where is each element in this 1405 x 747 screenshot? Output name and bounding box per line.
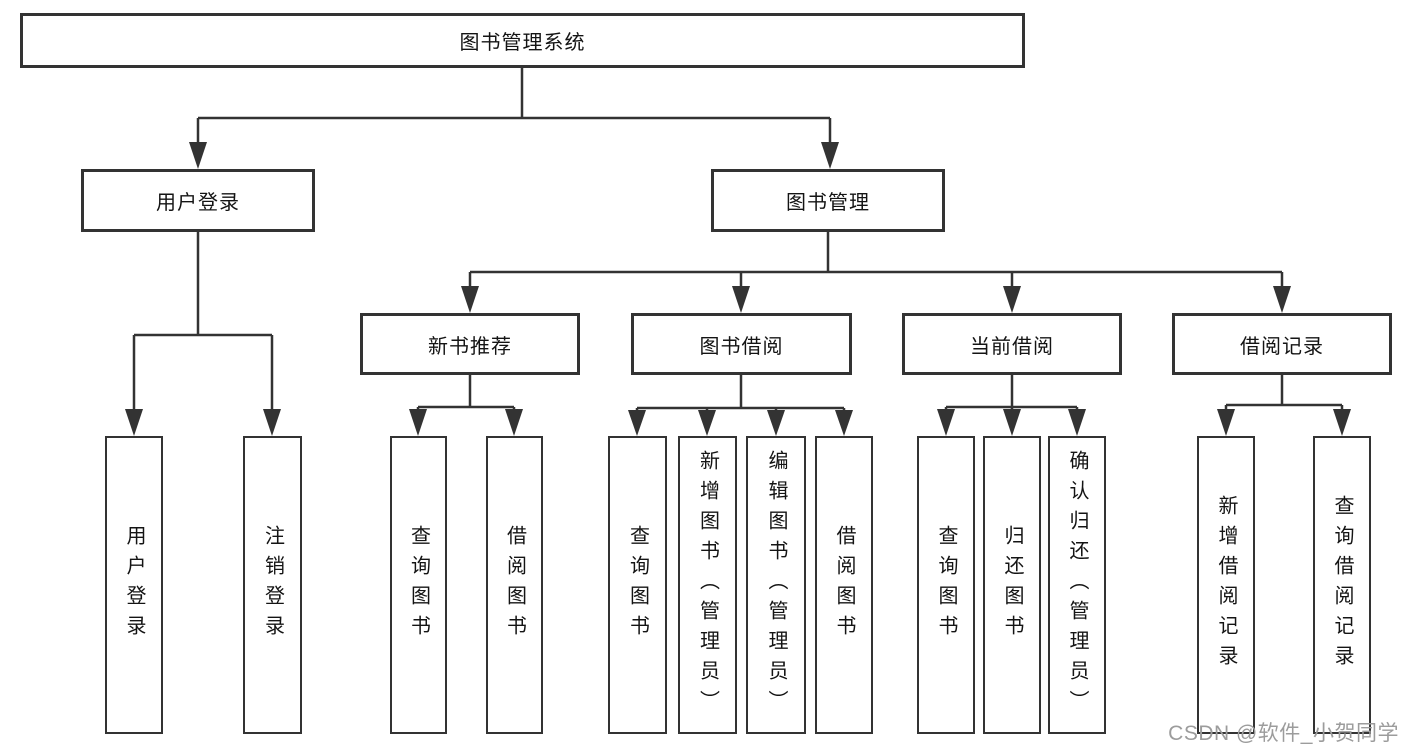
arrowhead <box>937 409 955 436</box>
node-label: 借阅图书 <box>503 525 526 645</box>
arrowhead <box>505 409 523 436</box>
node-label: 图书借阅 <box>699 335 784 358</box>
arrowhead <box>628 410 646 436</box>
arrowhead <box>732 286 750 313</box>
leaf-query-books-1: 查询图书 <box>390 436 447 734</box>
node-label: 查询图书 <box>626 525 649 645</box>
leaf-query-borrow-record: 查询借阅记录 <box>1313 436 1371 734</box>
leaf-user-login: 用户登录 <box>105 436 163 734</box>
leaf-query-books-2: 查询图书 <box>608 436 667 734</box>
node-current-borrowing: 当前借阅 <box>902 313 1122 375</box>
arrowhead <box>461 286 479 313</box>
leaf-borrow-books-1: 借阅图书 <box>486 436 543 734</box>
leaf-confirm-return-admin: 确认归还（管理员） <box>1048 436 1106 734</box>
csdn-watermark: CSDN @软件_小贺同学 <box>1168 722 1399 745</box>
node-label: 注销登录 <box>261 525 284 645</box>
node-label: 借阅图书 <box>833 525 855 645</box>
connector-root-to-level2 <box>196 68 832 145</box>
node-label: 确认归还（管理员） <box>1066 450 1088 720</box>
arrowhead <box>1068 409 1086 436</box>
leaf-add-borrow-record: 新增借阅记录 <box>1197 436 1255 734</box>
node-label: 用户登录 <box>156 192 240 214</box>
node-label: 新书推荐 <box>428 335 512 358</box>
arrowhead <box>1003 286 1021 313</box>
node-label: 新增借阅记录 <box>1215 495 1237 675</box>
connector-bookmgmt-to-level3 <box>468 232 1284 288</box>
arrowhead <box>1273 286 1291 313</box>
leaf-return-book: 归还图书 <box>983 436 1041 734</box>
node-book-management-branch: 图书管理 <box>711 169 945 232</box>
node-borrowing-records: 借阅记录 <box>1172 313 1392 375</box>
node-label: 图书管理 <box>786 192 870 214</box>
node-label: 借阅记录 <box>1240 335 1324 358</box>
arrowhead <box>409 409 427 436</box>
arrowhead <box>1003 409 1021 436</box>
arrowhead <box>698 410 716 436</box>
node-book-borrowing: 图书借阅 <box>631 313 852 375</box>
arrowhead <box>1333 409 1351 436</box>
arrowhead <box>189 142 207 169</box>
leaf-query-books-3: 查询图书 <box>917 436 975 734</box>
arrowhead <box>835 410 853 436</box>
connector-userlogin-to-leaves <box>132 232 274 411</box>
node-label: 编辑图书（管理员） <box>765 450 787 720</box>
connector-newbook-to-leaves <box>416 375 516 411</box>
node-label: 当前借阅 <box>970 335 1054 358</box>
node-root: 图书管理系统 <box>20 13 1025 68</box>
node-user-login-branch: 用户登录 <box>81 169 315 232</box>
node-label: 新增图书（管理员） <box>696 450 719 720</box>
arrowhead <box>1217 409 1235 436</box>
connector-borrow-to-leaves <box>635 375 846 412</box>
connector-current-to-leaves <box>944 375 1079 411</box>
leaf-add-book-admin: 新增图书（管理员） <box>678 436 737 734</box>
leaf-borrow-books-2: 借阅图书 <box>815 436 873 734</box>
node-new-book-recommend: 新书推荐 <box>360 313 580 375</box>
node-label: 归还图书 <box>1001 525 1023 645</box>
arrowhead <box>263 409 281 436</box>
node-label: 用户登录 <box>123 525 145 645</box>
arrowhead <box>125 409 143 436</box>
leaf-logout: 注销登录 <box>243 436 302 734</box>
node-label: 图书管理系统 <box>459 32 586 54</box>
arrowhead <box>821 142 839 169</box>
arrowhead <box>767 410 785 436</box>
leaf-edit-book-admin: 编辑图书（管理员） <box>746 436 806 734</box>
connector-record-to-leaves <box>1224 375 1344 411</box>
node-label: 查询借阅记录 <box>1331 495 1353 675</box>
node-label: 查询图书 <box>935 525 957 645</box>
node-label: 查询图书 <box>407 525 430 645</box>
